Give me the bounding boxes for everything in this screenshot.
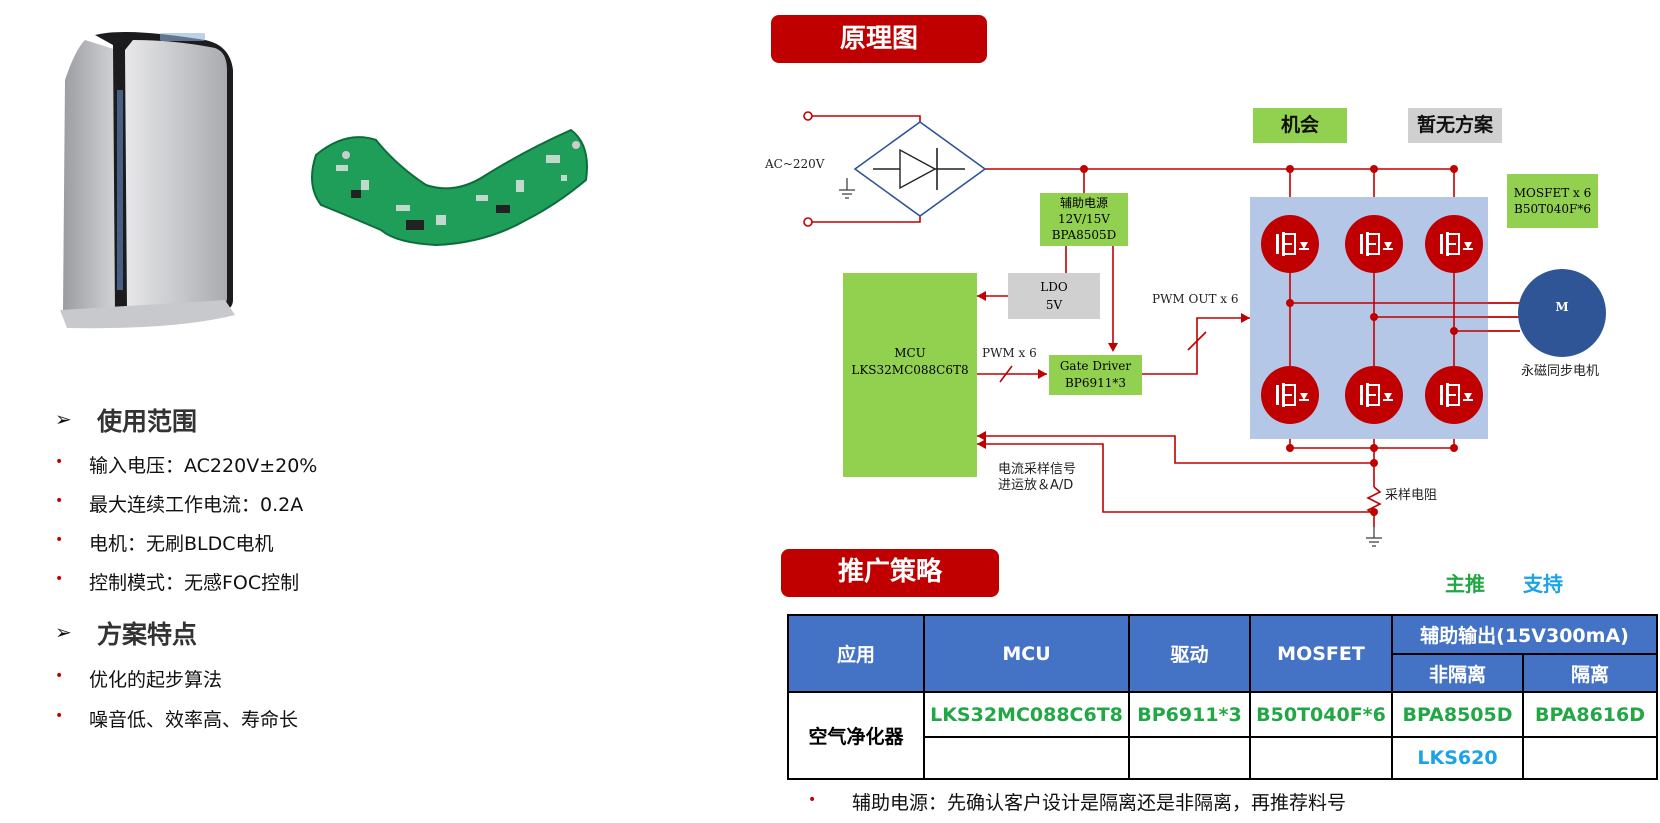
legend-main: 主推	[1445, 572, 1485, 596]
bullet-icon: •	[55, 571, 64, 587]
col-header-iso: 隔离	[1522, 653, 1658, 693]
mcu-line2: LKS32MC088C6T8	[851, 363, 969, 377]
pwm-x6-label: PWM x 6	[982, 346, 1037, 360]
col-header-aux: 辅助输出(15V300mA)	[1391, 614, 1658, 655]
mcu-line1: MCU	[894, 346, 926, 360]
usage-item: 最大连续工作电流：0.2A	[89, 494, 304, 516]
feature-item: 优化的起步算法	[89, 669, 223, 691]
motor-icon	[1518, 269, 1606, 357]
motor-label: 永磁同步电机	[1521, 364, 1600, 379]
strategy-title-banner: 推广策略	[781, 549, 999, 597]
pcb-board-image	[311, 128, 588, 247]
aux-power-line2: 12V/15V	[1058, 212, 1110, 226]
section-arrow-icon: ➢	[55, 407, 72, 431]
col-header-mosfet: MOSFET	[1249, 614, 1393, 693]
usage-item: 电机：无刷BLDC电机	[89, 533, 274, 555]
schematic-diagram	[803, 111, 1606, 547]
usage-item: 控制模式：无感FOC控制	[89, 572, 300, 594]
mosfet-spec-line1: MOSFET x 6	[1513, 186, 1592, 200]
mosfet-spec-box: MOSFET x 6 B50T040F*6	[1507, 174, 1598, 228]
motor-letter: M	[1555, 300, 1569, 314]
no-solution-tag: 暂无方案	[1408, 108, 1502, 143]
opportunity-tag: 机会	[1253, 108, 1347, 143]
bullet-icon: •	[55, 532, 64, 548]
cell-empty	[1128, 736, 1251, 780]
usage-item: 输入电压：AC220V±20%	[89, 455, 318, 477]
cell-mcu: LKS32MC088C6T8	[923, 691, 1130, 738]
col-header-app: 应用	[787, 614, 925, 693]
col-header-driver: 驱动	[1128, 614, 1251, 693]
cell-app: 空气净化器	[787, 691, 925, 780]
pwm-out-label: PWM OUT x 6	[1152, 292, 1239, 306]
mosfet-spec-line2: B50T040F*6	[1514, 202, 1591, 216]
cell-mosfet: B50T040F*6	[1249, 691, 1393, 738]
bullet-icon: •	[55, 493, 64, 509]
gate-driver-line1: Gate Driver	[1059, 359, 1132, 373]
feature-item: 噪音低、效率高、寿命长	[89, 709, 299, 731]
gate-driver-line2: BP6911*3	[1064, 376, 1127, 390]
cell-iso: BPA8616D	[1522, 691, 1658, 738]
current-sense-line1: 电流采样信号	[998, 462, 1077, 477]
cell-non-iso-support: LKS620	[1391, 736, 1524, 780]
bullet-icon: •	[55, 668, 64, 684]
col-header-mcu: MCU	[923, 614, 1130, 693]
legend-support: 支持	[1523, 572, 1563, 596]
gate-driver-box: Gate Driver BP6911*3	[1049, 355, 1142, 395]
shunt-label: 采样电阻	[1385, 488, 1438, 503]
mcu-box: MCU LKS32MC088C6T8	[843, 273, 977, 477]
features-title: 方案特点	[97, 620, 198, 649]
col-header-non-iso: 非隔离	[1391, 653, 1524, 693]
cell-non-iso-main: BPA8505D	[1391, 691, 1524, 738]
cell-empty	[1522, 736, 1658, 780]
footnote: 辅助电源：先确认客户设计是隔离还是非隔离，再推荐料号	[852, 792, 1347, 814]
schematic-title-banner: 原理图	[771, 15, 987, 63]
ldo-line1: LDO	[1040, 280, 1068, 294]
aux-power-box: 辅助电源 12V/15V BPA8505D	[1040, 193, 1128, 246]
bridge-rectifier	[853, 121, 987, 217]
cell-empty	[923, 736, 1130, 780]
usage-title: 使用范围	[97, 407, 198, 436]
ac-input-label: AC~220V	[765, 157, 825, 171]
air-purifier-image	[60, 31, 235, 329]
section-arrow-icon: ➢	[55, 620, 72, 644]
cell-driver: BP6911*3	[1128, 691, 1251, 738]
current-sense-label: 电流采样信号 进运放＆A/D	[998, 462, 1076, 494]
mosfet-icons	[1261, 215, 1483, 424]
cell-empty	[1249, 736, 1393, 780]
ldo-line2: 5V	[1045, 298, 1063, 312]
promotion-table: 应用 MCU 驱动 MOSFET 辅助输出(15V300mA) 非隔离 隔离 空…	[787, 614, 1658, 780]
current-sense-line2: 进运放＆A/D	[998, 478, 1074, 493]
aux-power-line3: BPA8505D	[1051, 228, 1117, 242]
bullet-icon: •	[55, 708, 64, 724]
ldo-box: LDO 5V	[1008, 273, 1100, 319]
bullet-icon: •	[808, 792, 817, 808]
bullet-icon: •	[55, 454, 64, 470]
aux-power-line1: 辅助电源	[1059, 196, 1108, 210]
